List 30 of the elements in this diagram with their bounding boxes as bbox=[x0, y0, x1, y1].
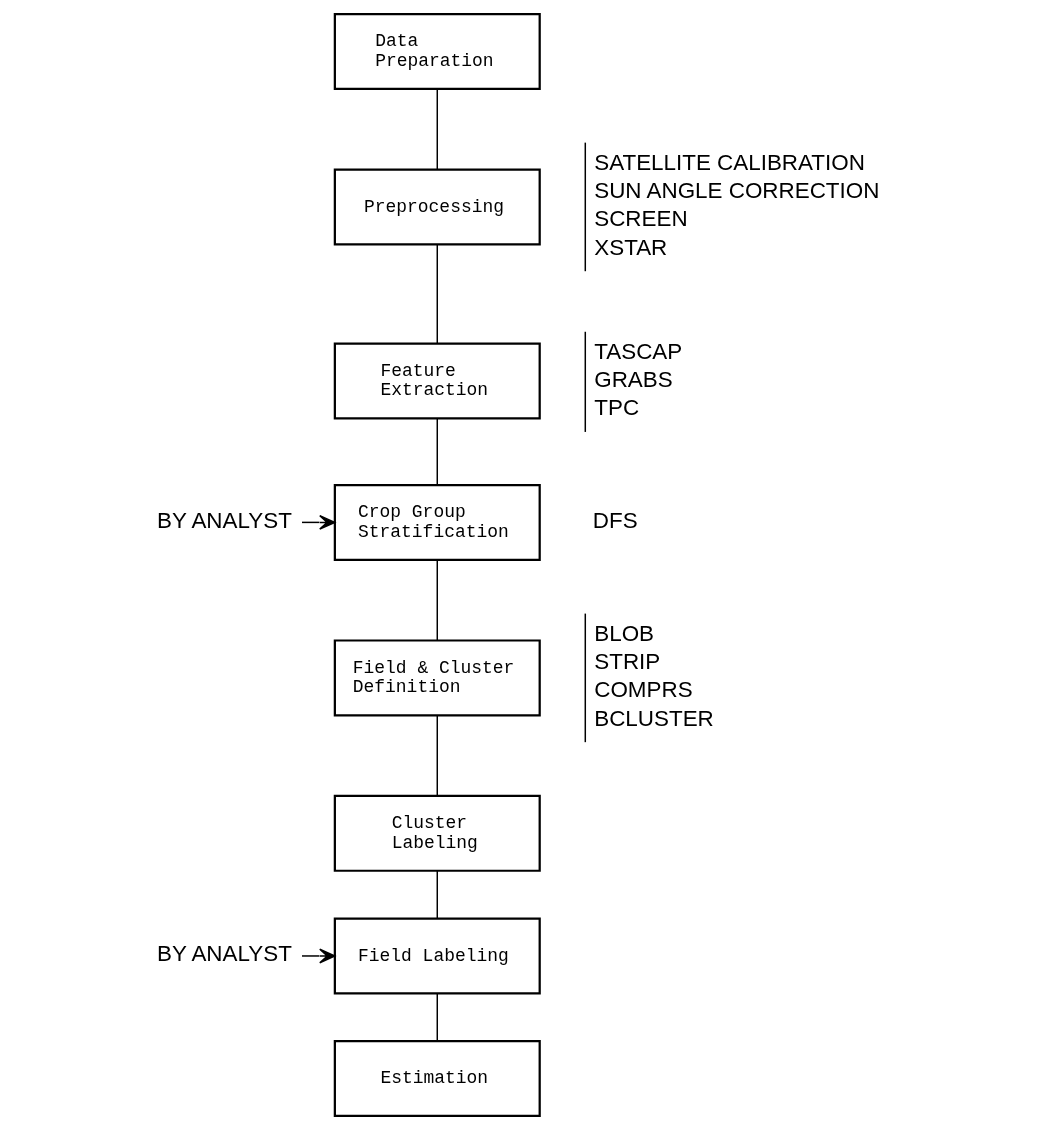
connector bbox=[436, 870, 438, 919]
node-label: COMPRS bbox=[594, 677, 693, 703]
node-box: Field Labeling bbox=[333, 917, 541, 995]
node-box: Field & Cluster Definition bbox=[333, 639, 541, 717]
node-box: Crop Group Stratification bbox=[333, 483, 541, 561]
node-label: BLOB bbox=[594, 620, 655, 646]
node-box: Cluster Labeling bbox=[333, 794, 541, 872]
node-label: XSTAR bbox=[594, 234, 668, 260]
node-box: Feature Extraction bbox=[333, 342, 541, 420]
node-text: BY ANALYST bbox=[156, 507, 292, 533]
node-box: Data Preparation bbox=[333, 12, 541, 90]
connector bbox=[436, 992, 438, 1042]
node-label: BCLUSTER bbox=[594, 705, 714, 731]
node-label: GRABS bbox=[594, 367, 673, 393]
node-label: SUN ANGLE CORRECTION bbox=[594, 177, 880, 203]
node-label: TASCAP bbox=[594, 338, 683, 364]
node-label: STRIP bbox=[594, 648, 661, 674]
node-box: Preprocessing bbox=[333, 168, 541, 246]
node-label: TPC bbox=[594, 395, 640, 421]
node-label: DFS bbox=[592, 508, 638, 534]
node-label: SCREEN bbox=[594, 206, 688, 232]
connector bbox=[436, 243, 438, 344]
node-text: BY ANALYST bbox=[156, 941, 292, 967]
connector bbox=[436, 714, 438, 797]
connector bbox=[436, 418, 438, 486]
connector bbox=[436, 88, 438, 170]
node-box: Estimation bbox=[333, 1040, 541, 1118]
node-label: SATELLITE CALIBRATION bbox=[594, 149, 865, 175]
arrow bbox=[301, 948, 336, 964]
connector bbox=[436, 559, 438, 641]
